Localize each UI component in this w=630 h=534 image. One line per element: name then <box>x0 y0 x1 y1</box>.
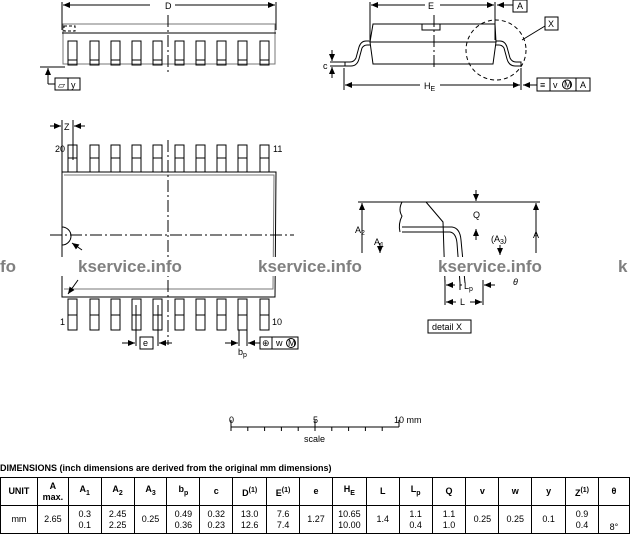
scale-5: 5 <box>313 415 318 425</box>
column-header: Z(1) <box>565 477 599 506</box>
lead <box>131 40 142 66</box>
a2-label: A2 <box>355 225 365 237</box>
column-header: w <box>498 477 533 506</box>
tol-w-label: w <box>275 338 283 348</box>
column-header: E(1) <box>266 477 301 506</box>
svg-text:k: k <box>618 257 628 276</box>
column-header: Q <box>431 477 467 506</box>
column-header: θ <box>597 477 630 506</box>
lead <box>152 40 163 66</box>
dimensions-title: DIMENSIONS (inch dimensions are derived … <box>0 463 332 473</box>
column-header: c <box>199 477 234 506</box>
svg-text:fo: fo <box>0 257 16 276</box>
table-cell: 2.65 <box>36 505 69 534</box>
pin-view: Z 20 11 1 10 e bp ⊕ w M <box>50 120 299 359</box>
scale-label: scale <box>304 434 325 444</box>
watermark: fo kservice.info kservice.info kservice.… <box>0 257 630 276</box>
svg-text:kservice.info: kservice.info <box>78 257 182 276</box>
pin-1-label: 1 <box>60 317 65 327</box>
column-header: A3 <box>133 477 168 506</box>
lp-label: Lp <box>464 281 473 293</box>
dim-e-label: E <box>428 1 434 11</box>
scale-bar: 0 5 10 mm scale <box>229 415 422 444</box>
dim-z-label: Z <box>64 122 70 132</box>
column-header: Lp <box>398 477 433 506</box>
column-header: UNIT <box>0 477 38 506</box>
detail-x-view: A2 A1 Q (A3) A Lp L θ detail X <box>355 190 540 334</box>
column-header: HE <box>331 477 367 506</box>
lead <box>259 40 270 66</box>
a3-label: (A3) <box>491 234 507 246</box>
tol-datum-a: A <box>580 80 586 90</box>
flatness-y-label: y <box>71 80 76 90</box>
detail-x-ref: X <box>548 19 554 29</box>
lead <box>89 40 100 66</box>
column-header: D(1) <box>232 477 268 506</box>
lead <box>216 40 227 66</box>
flatness-symbol: ▱ <box>58 80 65 90</box>
table-cell: 0.25 <box>133 505 168 534</box>
a1-label: A1 <box>374 237 384 249</box>
dim-c-label: c <box>323 61 328 71</box>
package-outline-drawing: D ▱ y E A X c <box>0 0 630 444</box>
theta-label: θ <box>513 277 518 287</box>
lead <box>174 40 185 66</box>
parallelism-symbol: ≡ <box>540 80 545 90</box>
column-header: e <box>299 477 333 506</box>
dim-d-label: D <box>165 1 172 11</box>
mmc-symbol: M <box>288 338 296 348</box>
table-cell: 0.1 <box>531 505 567 534</box>
scale-0: 0 <box>229 415 234 425</box>
datum-a-label: A <box>517 1 523 11</box>
table-cell: 0.25 <box>465 505 500 534</box>
table-cell: 8° <box>597 505 630 534</box>
dim-pitch-e-label: e <box>143 338 148 348</box>
column-header: bp <box>166 477 201 506</box>
pin-11-label: 11 <box>273 144 282 154</box>
table-cell: 1.27 <box>299 505 333 534</box>
detail-x-caption: detail X <box>432 322 462 332</box>
table-cell: 0.25 <box>498 505 533 534</box>
lead <box>237 40 248 66</box>
pin-10-label: 10 <box>272 317 282 327</box>
lead <box>195 40 206 66</box>
lead <box>110 40 121 66</box>
column-header: L <box>365 477 400 506</box>
dim-bp-label: bp <box>238 347 247 359</box>
position-symbol: ⊕ <box>262 338 270 348</box>
l-label: L <box>460 297 465 307</box>
scale-10mm: 10 mm <box>394 415 422 425</box>
side-view: E A X c HE ≡ v M A <box>323 0 591 93</box>
mmc-symbol: M <box>564 80 572 90</box>
column-header: v <box>465 477 500 506</box>
column-header: A2 <box>100 477 135 506</box>
tol-v-label: v <box>553 80 558 90</box>
column-header: A1 <box>67 477 102 506</box>
column-header: y <box>531 477 567 506</box>
table-cell: 1.4 <box>365 505 400 534</box>
pin-20-label: 20 <box>55 144 65 154</box>
table-cell: mm <box>0 505 38 534</box>
dim-he-label: HE <box>424 81 436 93</box>
a-label: A <box>533 230 539 240</box>
top-view: D ▱ y <box>40 1 277 91</box>
svg-text:kservice.info: kservice.info <box>438 257 542 276</box>
q-label: Q <box>473 210 480 220</box>
svg-text:kservice.info: kservice.info <box>258 257 362 276</box>
lead <box>67 40 78 66</box>
